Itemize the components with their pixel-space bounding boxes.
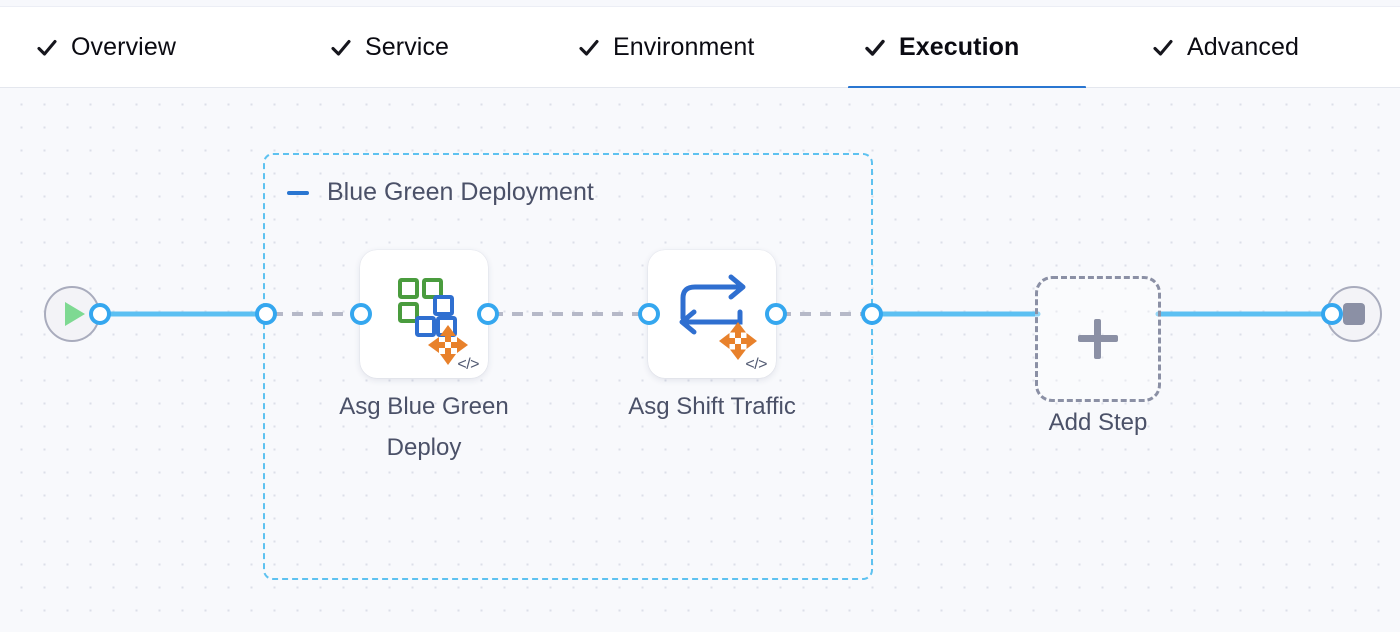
tab-label: Environment — [613, 33, 755, 61]
step-group-title: Blue Green Deployment — [327, 178, 594, 206]
tab-advanced[interactable]: Advanced — [1152, 7, 1299, 88]
step-label: Asg Shift Traffic — [628, 393, 796, 420]
asg-shift-traffic-icon — [679, 274, 757, 360]
code-badge: </> — [745, 356, 767, 373]
step-node-asg-shift-traffic[interactable]: </> Asg Shift Traffic — [628, 250, 796, 420]
end-connector-ring[interactable] — [1321, 303, 1343, 325]
tab-label: Service — [365, 33, 450, 61]
tab-service[interactable]: Service — [330, 7, 449, 88]
stop-icon — [1343, 303, 1365, 325]
step-node-asg-blue-green-deploy[interactable]: </> Asg Blue Green Deploy — [339, 250, 509, 461]
step1-input-ring[interactable] — [350, 303, 372, 325]
step-group-blue-green-deployment[interactable] — [263, 153, 873, 580]
check-icon — [578, 37, 600, 59]
step-group-header[interactable]: Blue Green Deployment — [285, 178, 594, 207]
step-card[interactable]: </> — [360, 250, 488, 378]
add-step-box[interactable] — [1035, 276, 1161, 402]
tab-environment[interactable]: Environment — [578, 7, 754, 88]
step1-output-ring[interactable] — [477, 303, 499, 325]
window-top-strip — [0, 0, 1400, 7]
step-label: Asg Blue Green Deploy — [339, 393, 509, 461]
tab-execution[interactable]: Execution — [848, 7, 1086, 91]
group-exit-connector-ring[interactable] — [861, 303, 883, 325]
pipeline-start-node[interactable] — [44, 286, 100, 342]
pipeline-tab-bar: Overview Service Environment Execution — [0, 7, 1400, 91]
step2-input-ring[interactable] — [638, 303, 660, 325]
code-badge: </> — [457, 356, 479, 373]
tab-label: Overview — [71, 33, 176, 61]
plus-icon — [1078, 319, 1118, 359]
add-step-node[interactable]: Add Step — [1035, 276, 1161, 436]
start-connector-ring[interactable] — [89, 303, 111, 325]
group-entry-connector-ring[interactable] — [255, 303, 277, 325]
check-icon — [36, 37, 58, 59]
step-card[interactable]: </> — [648, 250, 776, 378]
tab-label: Advanced — [1187, 33, 1299, 61]
tab-overview[interactable]: Overview — [36, 7, 176, 88]
play-icon — [65, 302, 85, 326]
tab-label: Execution — [899, 33, 1020, 61]
minus-icon[interactable] — [285, 180, 311, 206]
pipeline-canvas[interactable]: Blue Green Deployment — [0, 88, 1400, 632]
check-icon — [330, 37, 352, 59]
asg-blue-green-deploy-icon — [398, 278, 468, 365]
check-icon — [1152, 37, 1174, 59]
check-icon — [864, 37, 886, 59]
step2-output-ring[interactable] — [765, 303, 787, 325]
add-step-label: Add Step — [1048, 409, 1148, 436]
